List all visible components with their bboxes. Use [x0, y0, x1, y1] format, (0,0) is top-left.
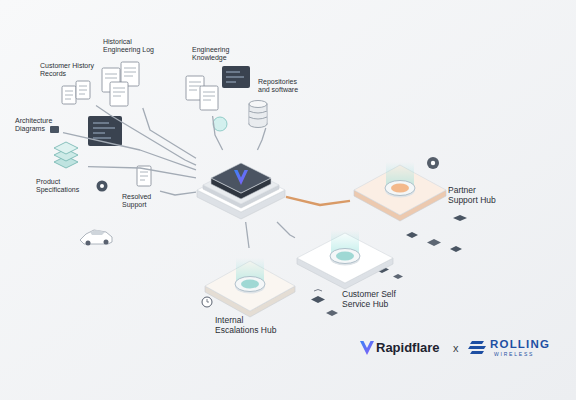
database-bands — [249, 111, 267, 119]
source-label: Repositories and software — [258, 78, 306, 94]
gear — [97, 181, 108, 192]
layer — [54, 142, 78, 154]
repository-icons — [222, 66, 267, 128]
node-shape — [196, 150, 286, 222]
database-top — [249, 101, 267, 108]
chip — [50, 126, 59, 133]
logo-marks — [360, 341, 486, 355]
hub-node: Partner Support Hub — [350, 150, 508, 230]
source-item: Architecture Diagrams — [13, 116, 63, 138]
core-platform — [197, 163, 285, 219]
page-lines — [189, 82, 215, 100]
diagram-screen — [50, 116, 122, 146]
logo-text: WIRELESS — [494, 352, 534, 357]
card-lines — [65, 86, 87, 99]
devices — [202, 157, 467, 316]
source-item: Repositories and software — [244, 76, 304, 128]
hub-node: Internal Escalations Hub — [205, 248, 305, 340]
device — [427, 239, 441, 246]
source-item: Resolved Support — [120, 163, 160, 209]
core-logo — [234, 170, 248, 185]
source-label: Product Specifications — [36, 178, 88, 194]
puck-light — [241, 280, 259, 289]
platform-top — [211, 163, 271, 193]
puck — [330, 249, 360, 264]
logo-text: ROLLING — [490, 339, 550, 351]
device — [406, 232, 418, 238]
node-shape — [350, 150, 508, 230]
gear — [427, 157, 439, 169]
connector — [160, 191, 196, 195]
glow-sphere — [213, 117, 227, 131]
rolling-mark — [468, 341, 486, 354]
log-pages — [102, 62, 139, 106]
screen-lines — [93, 123, 115, 138]
puck-light — [391, 184, 409, 193]
hub-label: Internal Escalations Hub — [215, 316, 287, 336]
page — [110, 82, 128, 106]
source-item: Product Specifications — [34, 138, 88, 194]
car-body — [80, 230, 112, 244]
source-label: Resolved Support — [122, 193, 159, 209]
hub-label: Partner Support Hub — [448, 186, 506, 206]
connector — [246, 222, 249, 248]
connector — [286, 197, 350, 205]
logo-text: Rapidflare — [376, 341, 440, 354]
hub-label: Customer Self Service Hub — [342, 290, 406, 310]
source-label: Architecture Diagrams — [15, 117, 61, 133]
ticket-lines — [140, 172, 148, 180]
record-cards — [62, 81, 90, 104]
hub-platform — [354, 162, 446, 221]
car-window — [90, 230, 105, 235]
connector — [257, 128, 265, 150]
car — [80, 230, 112, 246]
rapidflare-mark — [360, 341, 374, 355]
connector — [277, 222, 295, 238]
connector — [63, 133, 196, 170]
wheel — [86, 241, 91, 246]
monitor — [222, 66, 250, 88]
source-item: Customer History Records — [38, 60, 96, 112]
source-item: Historical Engineering Log — [100, 36, 162, 108]
database-fill — [249, 110, 266, 124]
logo-text: x — [453, 343, 459, 354]
monitor-lines — [226, 72, 244, 82]
hub-platform — [297, 230, 393, 289]
puck — [385, 181, 415, 196]
source-item: Engineering Knowledge — [180, 44, 236, 116]
gear-hole — [100, 184, 104, 188]
source-label: Customer History Records — [40, 62, 95, 78]
connector — [213, 116, 223, 150]
core-platform — [196, 150, 286, 222]
support-icons — [97, 166, 152, 192]
wheel — [104, 240, 109, 245]
connector — [143, 108, 196, 158]
puck — [235, 277, 265, 292]
knowledge-pages — [186, 76, 227, 131]
source-label: Engineering Knowledge — [192, 46, 237, 62]
puck-light — [336, 252, 354, 261]
device — [450, 246, 462, 252]
device — [453, 215, 467, 221]
signal — [314, 290, 322, 292]
hub-node: Customer Self Service Hub — [295, 222, 407, 314]
source-label: Historical Engineering Log — [103, 38, 163, 54]
hub-platform — [205, 258, 295, 317]
router — [311, 296, 325, 303]
page-lines — [105, 68, 136, 96]
device — [326, 310, 338, 316]
device — [393, 274, 403, 279]
connector — [96, 106, 196, 166]
page — [200, 86, 218, 110]
clock — [202, 297, 212, 307]
connector — [88, 167, 196, 178]
gear-hole — [431, 161, 435, 165]
spec-stack — [54, 142, 78, 168]
clock-hands — [207, 299, 209, 302]
